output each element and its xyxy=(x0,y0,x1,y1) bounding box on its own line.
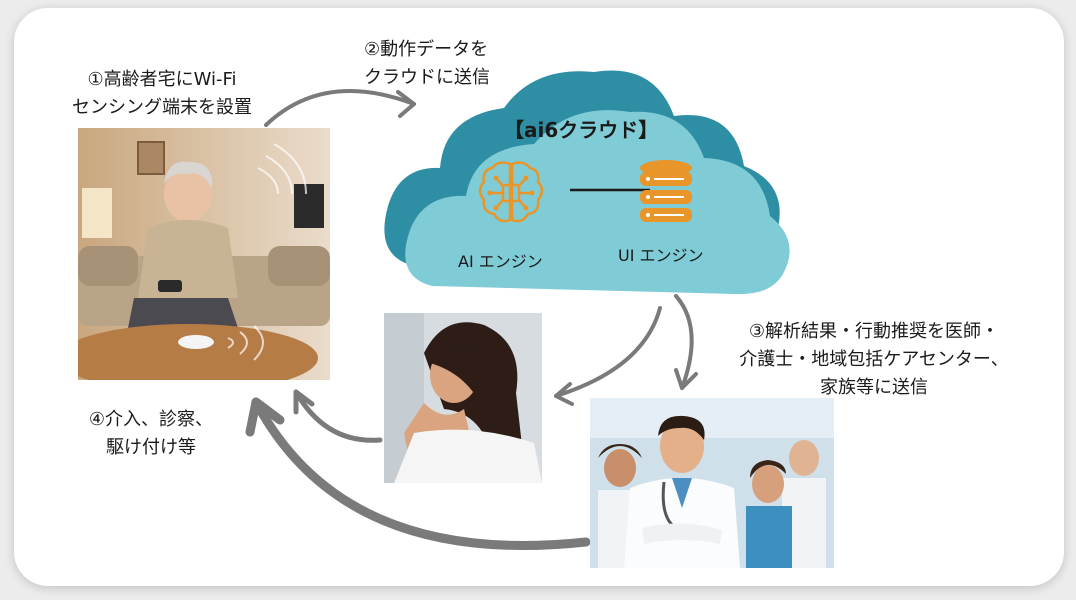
database-icon xyxy=(640,160,692,222)
diagram-card: 【ai6クラウド】 AI エンジン UI xyxy=(14,8,1064,586)
step3-line2: 介護士・地域包括ケアセンター、 xyxy=(739,349,1009,370)
arrow-to-family xyxy=(554,306,662,398)
home-sensing-photo xyxy=(78,128,330,380)
arrow-doctors-to-home xyxy=(251,397,591,551)
ai-engine-label: AI エンジン xyxy=(458,252,543,271)
cloud-title: 【ai6クラウド】 xyxy=(504,118,659,142)
step1-line1: ①高齢者宅にWi-Fi xyxy=(87,69,237,90)
step2-line2: クラウドに送信 xyxy=(364,67,490,88)
step1-label: ①高齢者宅にWi-Fi センシング端末を設置 xyxy=(32,66,292,122)
ui-engine-label: UI エンジン xyxy=(618,246,704,265)
step4-label: ④介入、診察、 駆け付け等 xyxy=(66,406,236,462)
family-member-photo xyxy=(384,313,542,483)
arrow-to-doctors xyxy=(674,294,694,390)
step2-line1: ②動作データを xyxy=(364,39,489,60)
step4-line1: ④介入、診察、 xyxy=(88,409,214,430)
flow-arrows xyxy=(245,89,698,551)
step4-line2: 駆け付け等 xyxy=(106,437,196,458)
step2-label: ②動作データを クラウドに送信 xyxy=(364,36,554,92)
step1-line2: センシング端末を設置 xyxy=(72,97,252,118)
arrow-family-to-home xyxy=(293,389,383,443)
step3-label: ③解析結果・行動推奨を医師・ 介護士・地域包括ケアセンター、 家族等に送信 xyxy=(714,318,1034,402)
step3-line3: 家族等に送信 xyxy=(820,377,928,398)
step3-line1: ③解析結果・行動推奨を医師・ xyxy=(748,321,1000,342)
arrow-to-cloud xyxy=(264,89,416,127)
ai6-cloud xyxy=(384,70,790,295)
medical-team-photo xyxy=(590,398,834,568)
brain-circuit-icon xyxy=(478,161,544,223)
